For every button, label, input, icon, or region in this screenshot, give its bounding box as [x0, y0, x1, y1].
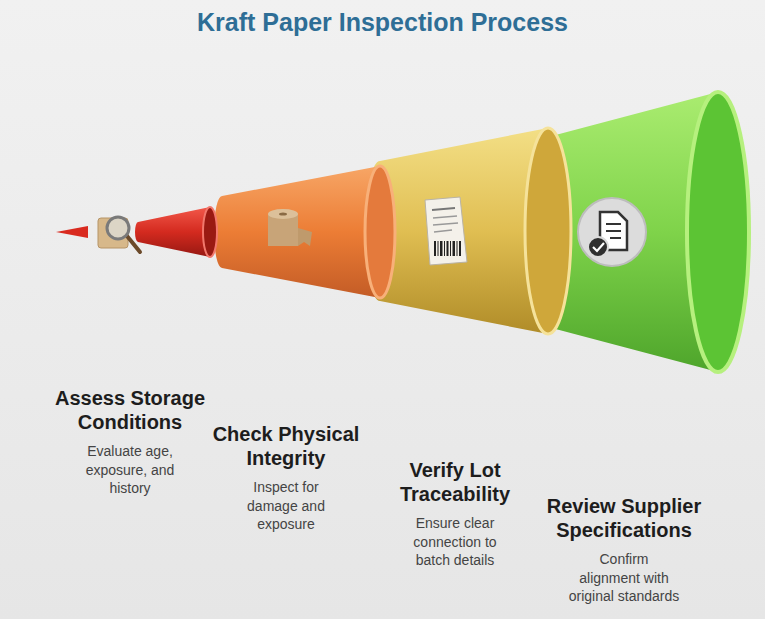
- barcode: [434, 241, 461, 256]
- receipt-line: [433, 216, 457, 218]
- cone-opening: [203, 207, 217, 257]
- step-description: Confirm alignment with original standard…: [568, 550, 680, 606]
- process-step: Check Physical IntegrityInspect for dama…: [198, 422, 374, 534]
- cone-opening: [365, 166, 395, 298]
- receipt-line: [432, 208, 455, 210]
- magnifier-icon: [107, 217, 129, 239]
- paper-roll-top: [268, 209, 298, 219]
- step-heading: Assess Storage Conditions: [42, 386, 218, 434]
- process-step: Assess Storage ConditionsEvaluate age, e…: [42, 386, 218, 498]
- document-icon-badge: [578, 198, 646, 266]
- document-line: [606, 223, 621, 225]
- receipt-line: [433, 223, 458, 225]
- cone-body: [135, 207, 217, 257]
- paper-roll-core: [279, 212, 287, 215]
- paper-roll-tail: [298, 228, 312, 246]
- step-heading: Verify Lot Traceability: [367, 458, 543, 506]
- check-mark: [593, 243, 604, 251]
- step-heading: Review Supplier Specifications: [536, 494, 712, 542]
- funnel-tip: [56, 226, 88, 238]
- step-description: Evaluate age, exposure, and history: [75, 442, 185, 498]
- yellow-cone: [365, 128, 571, 334]
- step-description: Ensure clear connection to batch details: [400, 514, 510, 570]
- diagram-title: Kraft Paper Inspection Process: [0, 8, 765, 37]
- process-step: Review Supplier SpecificationsConfirm al…: [536, 494, 712, 606]
- step-heading: Check Physical Integrity: [198, 422, 374, 470]
- cone-body: [214, 166, 395, 298]
- cone-opening: [687, 92, 749, 372]
- magnifier-handle: [127, 236, 140, 252]
- document-line: [606, 230, 621, 232]
- document-line: [610, 237, 621, 239]
- process-step: Verify Lot TraceabilityEnsure clear conn…: [367, 458, 543, 570]
- red-cone: [56, 207, 217, 257]
- cone-body: [365, 128, 571, 334]
- orange-cone: [214, 166, 395, 298]
- cone-opening: [525, 128, 571, 334]
- receipt-icon: [425, 197, 467, 265]
- step-description: Inspect for damage and exposure: [231, 478, 341, 534]
- check-badge: [588, 237, 608, 257]
- kraft-box-icon: [98, 218, 128, 248]
- receipt-line: [434, 230, 452, 232]
